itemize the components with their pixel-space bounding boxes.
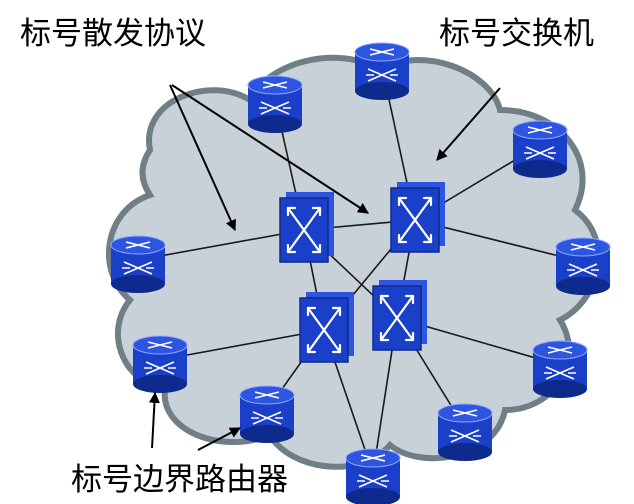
switch-2[interactable] <box>390 182 445 253</box>
edge-router-icon <box>524 126 556 160</box>
edge-router-icon <box>544 346 576 380</box>
annotation-arrows <box>148 84 501 451</box>
ler-arrow-2 <box>197 427 241 451</box>
label-switch-icon <box>286 206 322 254</box>
switch-1[interactable] <box>279 192 334 263</box>
label-switch-icon <box>397 196 433 244</box>
switch-4[interactable] <box>372 280 427 351</box>
router-10[interactable] <box>345 448 401 504</box>
router-3[interactable] <box>512 120 568 178</box>
edge-router-icon <box>259 81 291 115</box>
router-1[interactable] <box>354 42 410 100</box>
label-lsr: 标号交换机 <box>439 16 594 52</box>
router-8[interactable] <box>239 385 295 443</box>
edge-router-icon <box>357 454 389 488</box>
switch-3[interactable] <box>299 292 354 363</box>
router-2[interactable] <box>247 75 303 133</box>
label-switch-icon <box>379 294 415 342</box>
ler-arrow-1 <box>148 391 160 449</box>
edge-router-icon <box>567 243 599 277</box>
edge-router-icon <box>366 48 398 82</box>
router-7[interactable] <box>532 340 588 398</box>
router-6[interactable] <box>132 335 188 393</box>
edge-router-icon <box>144 341 176 375</box>
edge-router-icon <box>449 409 481 443</box>
label-switch-icon <box>306 306 342 354</box>
ldp-arrow-2 <box>171 84 369 214</box>
router-4[interactable] <box>110 235 166 293</box>
network-cloud <box>106 54 602 470</box>
edge-router-icon <box>251 391 283 425</box>
link-router-4-switch-1 <box>137 229 305 261</box>
ldp-arrow-1 <box>169 84 236 232</box>
edge-router-icon <box>122 241 154 275</box>
router-5[interactable] <box>555 237 611 295</box>
link-switch-3-router-6 <box>159 329 325 361</box>
router-9[interactable] <box>437 403 493 461</box>
lsr-arrow <box>436 87 501 161</box>
label-ldp: 标号散发协议 <box>20 16 206 52</box>
label-ler: 标号边界路由器 <box>71 462 288 498</box>
